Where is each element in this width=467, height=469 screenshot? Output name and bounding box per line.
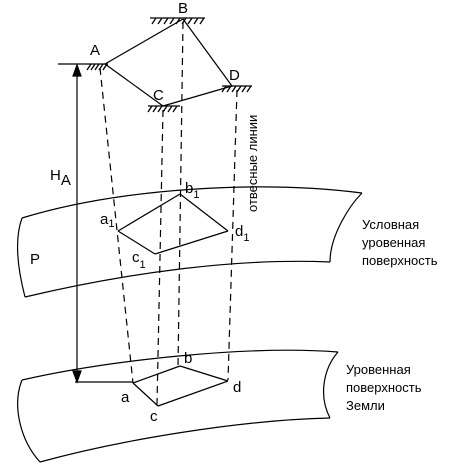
caption-earth-line-3: Земли (346, 398, 385, 413)
earth-surface-right-edge (323, 351, 339, 419)
label-point-c1: c1 (132, 249, 146, 271)
edge-a-b (104, 18, 184, 65)
earth-surface-bottom-edge (39, 417, 331, 463)
conventional-level-surface (16, 186, 363, 298)
conventional-surface-bottom-edge (24, 260, 331, 298)
height-dimension (72, 63, 133, 384)
earth-surface-top-edge (21, 349, 339, 381)
label-surface-p: P (30, 251, 40, 268)
conventional-surface-top-edge (21, 186, 363, 219)
label-plumb-lines: отвесные линии (245, 115, 260, 212)
plumb-line-d (227, 89, 238, 381)
label-point-b: B (178, 0, 188, 17)
label-point-b-earth: b (184, 350, 192, 367)
height-arrow-bottom (72, 370, 82, 384)
conventional-surface-left-edge (16, 217, 26, 298)
caption-conventional-line-2: уровенная (362, 235, 425, 250)
caption-conventional-line-1: Условная (362, 217, 419, 232)
caption-earth-line-2: поверхность (346, 380, 422, 395)
height-arrow-top (72, 63, 82, 77)
ground-figure (104, 18, 233, 107)
projection-conventional (117, 193, 229, 255)
label-point-d: D (229, 67, 240, 84)
label-point-b1: b1 (185, 180, 199, 201)
label-point-a: A (90, 42, 100, 59)
label-point-c: C (153, 87, 164, 104)
plumb-lines (99, 21, 238, 406)
label-point-d-earth: d (233, 379, 241, 396)
benchmark-a (58, 63, 108, 71)
label-point-d1: d1 (235, 223, 249, 244)
caption-conventional-line-3: поверхность (362, 253, 438, 268)
earth-surface-left-edge (17, 379, 41, 463)
edge-a-c (104, 63, 164, 107)
benchmark-c (147, 105, 180, 113)
plumb-line-c (156, 109, 164, 406)
label-point-c-earth: c (150, 408, 158, 425)
benchmark-b (150, 17, 205, 25)
edge-c-d (162, 85, 233, 107)
projection-earth (132, 365, 229, 407)
label-point-a1: a1 (100, 211, 114, 230)
conventional-surface-right-edge (329, 192, 363, 263)
benchmark-d (221, 85, 252, 93)
edge-b-d (182, 18, 233, 87)
caption-earth-line-1: Уровенная (346, 362, 411, 377)
plumb-line-a (99, 67, 134, 384)
label-point-a-earth: a (121, 389, 130, 406)
label-height: HA (50, 167, 71, 189)
earth-level-surface (17, 349, 339, 463)
